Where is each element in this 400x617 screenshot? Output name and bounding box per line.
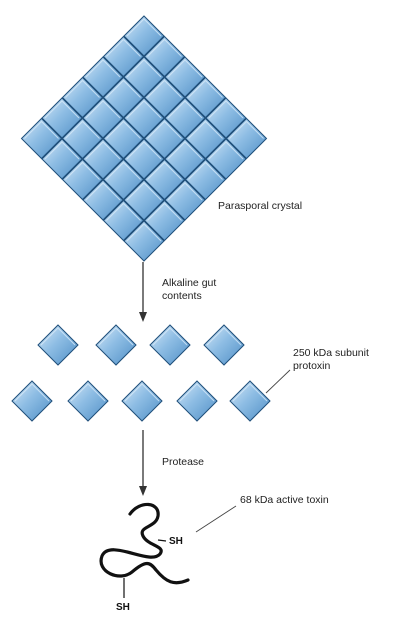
protoxin-subunit <box>176 380 218 422</box>
crystal-tile <box>123 179 165 221</box>
label-subunit-line2: protoxin <box>293 360 331 372</box>
crystal-tile <box>143 158 186 201</box>
crystal-tile <box>123 220 165 262</box>
label-sh-lower: SH <box>116 602 130 613</box>
sh-upper-bond <box>157 539 167 542</box>
protoxin-subunit <box>95 324 137 366</box>
crystal-tile <box>123 15 165 57</box>
crystal-tile <box>82 56 124 98</box>
protoxin-subunit <box>121 380 163 422</box>
toxin-leader-line <box>195 505 237 533</box>
crystal-tile <box>102 117 145 160</box>
label-subunit-line1: 250 kDa subunit <box>293 347 369 359</box>
crystal-tile <box>82 138 124 180</box>
crystal-tile <box>164 138 206 180</box>
crystal-tile <box>143 76 186 119</box>
crystal-tile <box>184 158 227 201</box>
crystal-tile <box>82 179 124 221</box>
crystal-tile <box>164 179 206 221</box>
protoxin-subunit <box>149 324 191 366</box>
label-active-toxin: 68 kDa active toxin <box>240 494 329 506</box>
crystal-tile <box>205 97 247 139</box>
label-alkaline-gut-line2: contents <box>162 290 202 302</box>
parasporal-crystal <box>20 15 268 262</box>
protoxin-subunit <box>11 380 53 422</box>
arrow-protease <box>139 430 147 496</box>
crystal-tile <box>123 56 165 98</box>
protoxin-subunits <box>11 324 271 422</box>
protoxin-subunit <box>229 380 271 422</box>
crystal-tile <box>164 56 206 98</box>
label-sh-upper: SH <box>169 536 183 547</box>
protoxin-subunit <box>37 324 79 366</box>
crystal-tile <box>143 35 186 78</box>
protoxin-subunit <box>203 324 245 366</box>
subunit-leader-line <box>265 369 291 394</box>
crystal-tile <box>61 117 104 160</box>
crystal-tile <box>123 97 165 139</box>
active-toxin-chain <box>99 502 190 585</box>
label-alkaline-gut-line1: Alkaline gut <box>162 277 217 289</box>
crystal-tile <box>41 97 83 139</box>
crystal-tile <box>61 158 104 201</box>
crystal-tile <box>102 158 145 201</box>
crystal-tile <box>102 76 145 119</box>
crystal-tile <box>205 138 247 180</box>
label-parasporal-crystal: Parasporal crystal <box>218 200 303 212</box>
crystal-tile <box>225 117 268 160</box>
label-protease: Protease <box>162 456 205 468</box>
protoxin-subunit <box>67 380 109 422</box>
crystal-tile <box>143 117 186 160</box>
crystal-tile <box>164 97 206 139</box>
crystal-tile <box>184 117 227 160</box>
crystal-tile <box>61 76 104 119</box>
crystal-tile <box>20 117 63 160</box>
crystal-tile <box>102 199 145 242</box>
crystal-tile <box>123 138 165 180</box>
crystal-tile <box>143 199 186 242</box>
crystal-tile <box>184 76 227 119</box>
crystal-tile <box>82 97 124 139</box>
arrow-alkaline <box>139 262 147 322</box>
crystal-tile <box>41 138 83 180</box>
crystal-tile <box>102 35 145 78</box>
